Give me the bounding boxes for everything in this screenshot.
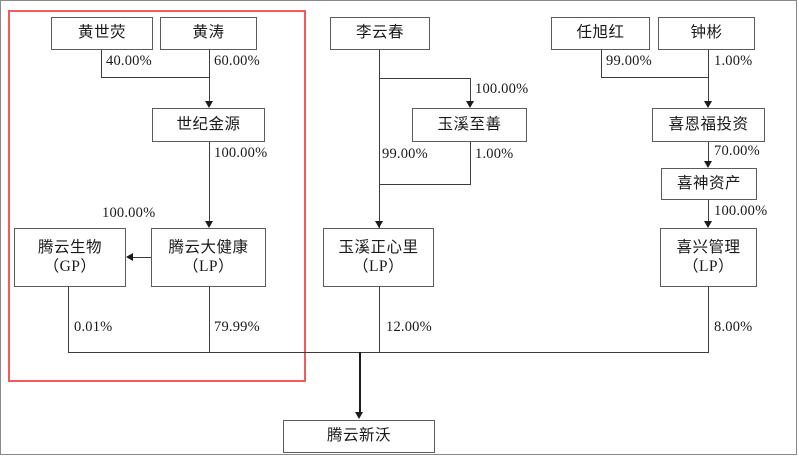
pct-label-60: 60.00% [214, 53, 260, 69]
node-renxuhong: 任旭红 [551, 17, 650, 50]
node-tengyunshengwu: 腾云生物 （GP） [14, 228, 126, 287]
pct-label-100-yuxizhishan: 100.00% [475, 81, 529, 97]
node-label: 黄世荧 [77, 24, 126, 42]
node-zhongbin: 钟彬 [658, 17, 755, 50]
pct-label-1-yuxizhishan: 1.00% [475, 146, 514, 162]
node-liyunchun: 李云春 [330, 17, 430, 50]
node-huangshiying: 黄世荧 [51, 17, 153, 50]
node-label: 喜恩福投资 [668, 115, 749, 133]
arrowhead-to-xixingguanli [704, 221, 712, 228]
node-label: 玉溪至善 [437, 115, 502, 133]
pct-label-100-tengyun: 100.00% [102, 205, 156, 221]
arrowhead-to-tengyundajiankang [205, 221, 213, 228]
node-label: 腾云新沃 [326, 427, 391, 445]
arrowhead-to-tengyunshengwu [126, 253, 133, 261]
edge-shijijinyuan-down [209, 142, 210, 222]
pct-label-0-01: 0.01% [74, 319, 113, 335]
arrowhead-to-xishenzichan [704, 161, 712, 168]
edge-merge-horizontal-right [601, 77, 708, 78]
arrowhead-to-shijijinyuan [205, 101, 213, 108]
edge-yuxizhengxinli-down [379, 287, 380, 353]
node-label: 腾云大健康 [168, 238, 249, 256]
edge-renxuhong-down [601, 50, 602, 78]
node-label: 李云春 [355, 24, 404, 42]
edge-liyunchun-to-yuxizhishan-vertical [470, 78, 471, 103]
pct-label-99-liyunchun: 99.00% [382, 146, 428, 162]
bottom-bus-line [68, 352, 709, 353]
node-yuxizhengxinli: 玉溪正心里 （LP） [323, 228, 434, 287]
edge-merge-horizontal-left [101, 77, 209, 78]
node-label: 任旭红 [576, 24, 625, 42]
node-label: 喜兴管理 [676, 238, 741, 256]
edge-liyunchun-down [379, 50, 380, 228]
node-label-suffix: （GP） [43, 257, 97, 275]
pct-label-79-99: 79.99% [214, 319, 260, 335]
arrowhead-to-yuxizhengxinli [375, 221, 383, 228]
highlight-rectangle [8, 10, 306, 382]
node-xixingguanli: 喜兴管理 （LP） [660, 228, 757, 287]
edge-bus-to-tengyunxinwo [359, 352, 361, 414]
edge-tengyunshengwu-down [68, 287, 69, 353]
node-shijijinyuan: 世纪金源 [152, 108, 265, 142]
edge-liyunchun-to-yuxizhishan-horizontal [379, 78, 470, 79]
arrowhead-to-yuxizhishan [466, 101, 474, 108]
pct-label-70: 70.00% [714, 143, 760, 159]
pct-label-8: 8.00% [714, 319, 753, 335]
node-tengyundajiankang: 腾云大健康 （LP） [151, 228, 266, 287]
edge-yuxizhishan-down [470, 142, 471, 185]
node-label: 钟彬 [690, 24, 723, 42]
pct-label-100-shijijinyuan: 100.00% [214, 145, 268, 161]
pct-label-100-xishen: 100.00% [714, 203, 768, 219]
edge-xishenzichan-down [708, 200, 709, 222]
arrowhead-to-tengyunxinwo [355, 412, 363, 419]
edge-huangshiying-down [101, 50, 102, 78]
node-label: 黄涛 [192, 24, 225, 42]
node-label: 玉溪正心里 [338, 238, 419, 256]
edge-tengyundajiankang-down [209, 287, 210, 353]
edge-xixingguanli-down [708, 287, 709, 353]
arrowhead-to-xienfutouzi [704, 101, 712, 108]
pct-label-12: 12.00% [386, 319, 432, 335]
node-yuxizhishan: 玉溪至善 [412, 108, 527, 142]
node-xienfutouzi: 喜恩福投资 [652, 108, 765, 142]
edge-yuxizhishan-merge-horizontal [379, 184, 470, 185]
pct-label-40: 40.00% [106, 53, 152, 69]
node-label-suffix: （LP） [682, 257, 735, 275]
node-xishenzichan: 喜神资产 [661, 168, 757, 200]
pct-label-1-zhongbin: 1.00% [714, 53, 753, 69]
node-label: 世纪金源 [176, 115, 241, 133]
edge-zhongbin-down [708, 50, 709, 102]
edge-tengyundajiankang-to-tengyunshengwu [133, 257, 151, 258]
node-huangtao: 黄涛 [160, 17, 257, 50]
node-label-suffix: （LP） [182, 257, 235, 275]
edge-xienfutouzi-down [708, 142, 709, 162]
node-label-suffix: （LP） [352, 257, 405, 275]
node-tengyunxinwo: 腾云新沃 [283, 420, 435, 453]
edge-huangtao-down [209, 50, 210, 102]
pct-label-99-renxuhong: 99.00% [606, 53, 652, 69]
node-label: 喜神资产 [676, 174, 741, 192]
node-label: 腾云生物 [37, 238, 102, 256]
